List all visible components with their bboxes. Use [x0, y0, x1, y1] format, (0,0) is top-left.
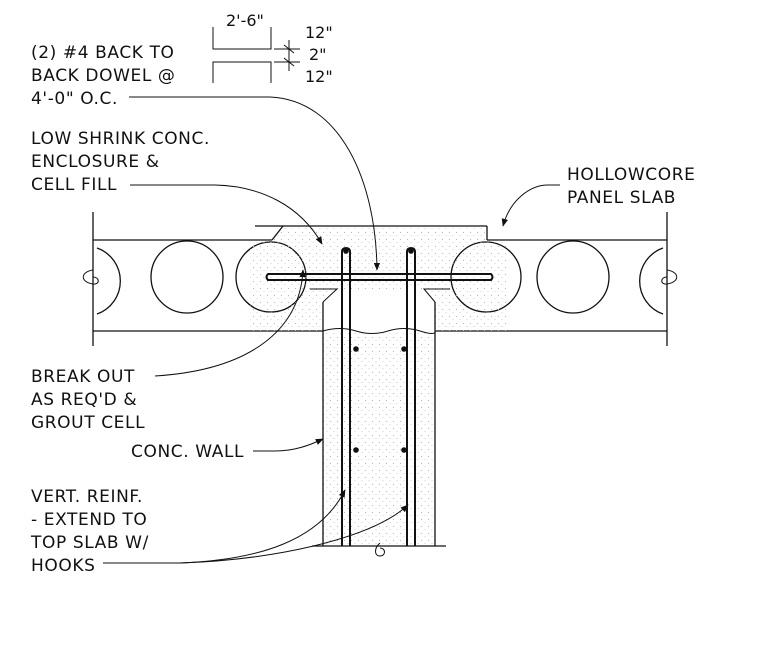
note-dowel-line-1: (2) #4 BACK TO	[31, 43, 175, 63]
leaders	[103, 96, 560, 564]
note-breakout-line-2: AS REQ'D &	[31, 390, 137, 410]
note-enclosure-line-1: LOW SHRINK CONC.	[31, 129, 210, 149]
note-dowel-line-3: 4'-0" O.C.	[31, 89, 118, 109]
bar-end-right	[408, 248, 414, 254]
note-enclosure: LOW SHRINK CONC. ENCLOSURE & CELL FILL	[31, 129, 210, 195]
dim-tick-top	[283, 44, 295, 54]
leader-wall	[253, 438, 324, 452]
wall-haunch-left	[310, 288, 339, 303]
concrete-wall	[312, 302, 446, 557]
horiz-bar-1	[353, 346, 359, 352]
enclosure-chamfer-left	[271, 225, 284, 241]
horiz-bar-3	[353, 447, 359, 453]
core-left-partial	[96, 247, 121, 315]
note-dowel-line-2: BACK DOWEL @	[31, 66, 176, 86]
note-breakout-line-3: GROUT CELL	[31, 413, 145, 433]
cold-joint	[322, 328, 436, 334]
reinforcement	[265, 246, 494, 546]
break-mark-left	[82, 269, 99, 285]
note-enclosure-line-2: ENCLOSURE &	[31, 152, 160, 172]
note-breakout-line-1: BREAK OUT	[31, 367, 135, 387]
note-vert-reinf-line-1: VERT. REINF.	[31, 487, 143, 507]
dim-leg-bottom-text: 12"	[305, 67, 333, 86]
core-4	[536, 240, 610, 314]
note-hollowcore: HOLLOWCORE PANEL SLAB	[567, 165, 696, 208]
leader-dowel	[129, 96, 381, 271]
vert-bar-left-hooked	[341, 246, 351, 546]
horiz-bar-2	[401, 346, 407, 352]
dim-tick-bottom	[283, 57, 295, 67]
dowel-top-leg	[212, 27, 272, 50]
note-vert-reinf-line-2: - EXTEND TO	[31, 510, 147, 530]
bar-end-left	[343, 248, 349, 254]
note-hollowcore-line-2: PANEL SLAB	[567, 188, 676, 208]
note-vert-reinf-line-3: TOP SLAB W/	[30, 533, 149, 553]
note-vert-reinf-line-4: HOOKS	[31, 556, 95, 576]
note-hollowcore-line-1: HOLLOWCORE	[567, 165, 696, 185]
note-vert-reinf: VERT. REINF. - EXTEND TO TOP SLAB W/ HOO…	[30, 487, 149, 576]
leader-vert-reinf-2	[179, 504, 409, 564]
leader-enclosure	[130, 184, 323, 245]
note-dowel: (2) #4 BACK TO BACK DOWEL @ 4'-0" O.C.	[31, 43, 176, 109]
break-mark-bottom	[375, 542, 385, 557]
break-mark-right	[661, 269, 678, 285]
core-right-partial	[639, 247, 664, 315]
dim-gap-text: 2"	[309, 45, 327, 64]
dowel-plan-sketch: 2'-6" 12" 2" 12"	[212, 11, 333, 86]
concrete-enclosure	[250, 225, 508, 331]
core-1	[150, 240, 224, 314]
note-enclosure-line-3: CELL FILL	[31, 175, 117, 195]
note-breakout: BREAK OUT AS REQ'D & GROUT CELL	[31, 367, 145, 433]
note-wall-line-1: CONC. WALL	[131, 442, 244, 462]
note-wall: CONC. WALL	[131, 442, 244, 462]
back-to-back-dowel	[265, 273, 494, 281]
dim-width-text: 2'-6"	[226, 11, 264, 30]
dowel-bottom-leg	[212, 61, 272, 83]
dim-leg-top-text: 12"	[305, 23, 333, 42]
wall-haunch-right	[422, 288, 450, 303]
horiz-bar-4	[401, 447, 407, 453]
leader-breakout	[154, 269, 306, 377]
leader-hollowcore	[501, 184, 560, 227]
vert-bar-right-hooked	[406, 246, 416, 546]
